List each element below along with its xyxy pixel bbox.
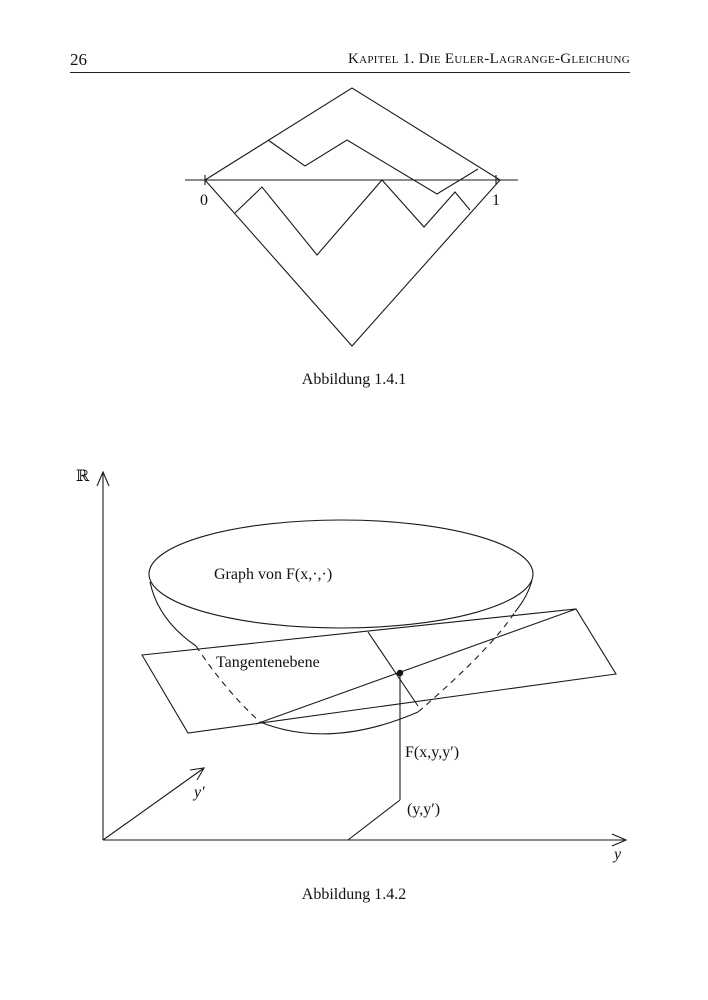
axis-yprime <box>102 767 205 841</box>
page-header: 26 Kapitel 1. Die Euler-Lagrange-Gleichu… <box>70 50 630 73</box>
axis-yprime-arrowhead <box>189 767 206 781</box>
projection-line <box>347 799 401 841</box>
point-label: (y,y′) <box>407 801 440 818</box>
figure-1-4-2: ℝ y y′ Graph von F(x,·,·) Tangentenebene… <box>76 468 628 863</box>
axis-y-label: y <box>612 846 622 863</box>
bowl-right-solid <box>514 579 533 613</box>
graph-label: Graph von F(x,·,·) <box>214 566 332 583</box>
upper-zigzag <box>267 139 479 195</box>
graph-ellipse <box>148 519 534 629</box>
axis-y-arrowhead <box>611 833 628 847</box>
bowl-left-solid <box>149 581 197 647</box>
axis-r-label: ℝ <box>76 468 90 485</box>
outer-diamond <box>204 87 501 347</box>
tangent-line-1 <box>255 608 577 725</box>
page-number: 26 <box>70 50 87 69</box>
tangent-plane <box>141 608 617 734</box>
value-label: F(x,y,y′) <box>405 744 459 761</box>
tangent-line-2 <box>367 631 419 707</box>
label-zero: 0 <box>200 192 208 209</box>
caption-figure-1-4-1: Abbildung 1.4.1 <box>301 371 407 388</box>
tangent-label: Tangentenebene <box>216 654 320 671</box>
figure-1-4-1: 0 1 <box>185 87 518 347</box>
bowl-left-dashed <box>195 645 261 723</box>
bowl-bottom <box>259 711 419 735</box>
lower-zigzag <box>234 179 471 256</box>
caption-figure-1-4-2: Abbildung 1.4.2 <box>301 886 407 903</box>
running-head: Kapitel 1. Die Euler-Lagrange-Gleichung <box>348 51 630 67</box>
label-one: 1 <box>492 192 500 209</box>
bowl-right-dashed <box>417 611 516 713</box>
axis-yprime-label: y′ <box>192 784 205 801</box>
axis-r-arrowhead <box>96 470 110 487</box>
